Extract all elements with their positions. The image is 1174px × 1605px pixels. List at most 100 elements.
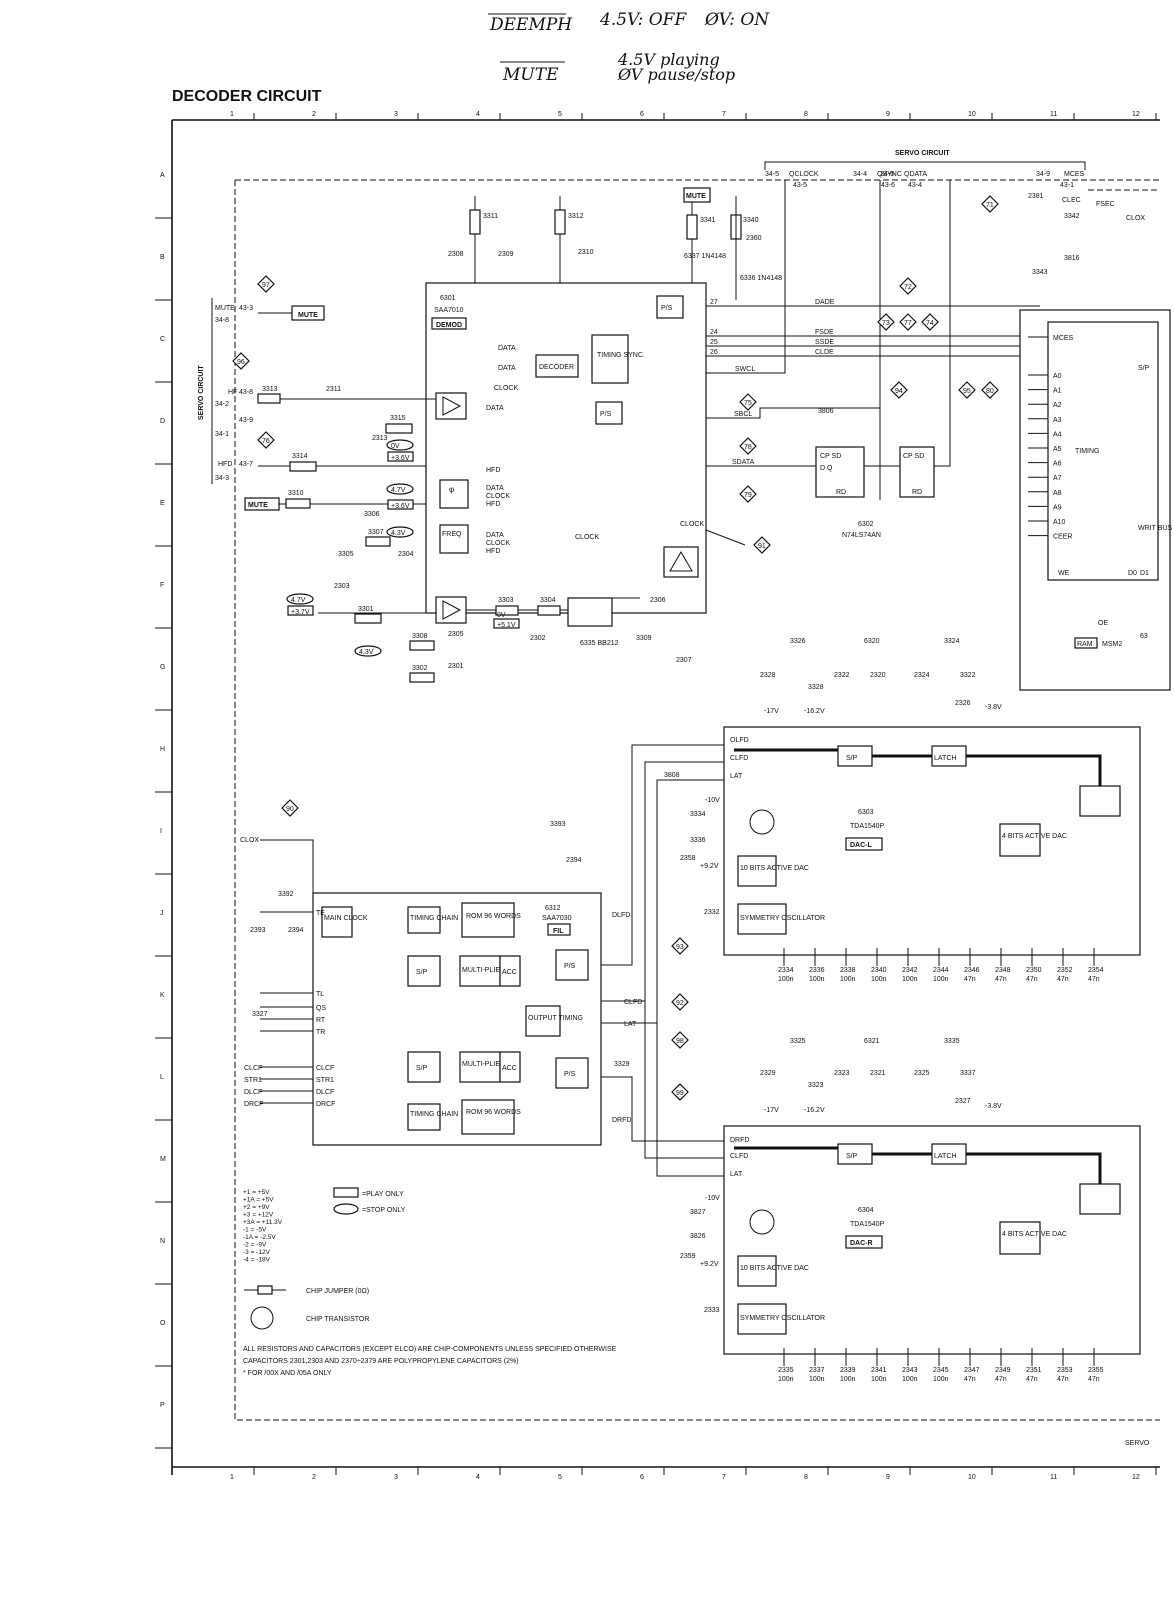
cap-ref: 2348 xyxy=(995,967,1011,974)
label-2307: 2307 xyxy=(676,657,692,664)
resistor-3312 xyxy=(554,209,566,235)
resistor-3303 xyxy=(495,605,519,616)
servo-signal: QCLOCK xyxy=(789,171,819,178)
label-2328: 2328 xyxy=(760,672,776,679)
servo-pin-bottom: 43-4 xyxy=(908,182,922,189)
ram-pin-label: A1 xyxy=(1053,388,1062,395)
test-point-diamond xyxy=(739,393,757,411)
cap-value: 47n xyxy=(964,1376,976,1383)
legend-supply-item: -1A = -2.5V xyxy=(243,1234,276,1241)
page-title: DECODER CIRCUIT xyxy=(172,88,322,105)
label-3328: 3328 xyxy=(808,684,824,691)
ic6301-ps1-block xyxy=(656,295,684,319)
label-3393: 3393 xyxy=(550,821,566,828)
ic6304-osc-label: SYMMETRY OSCILLATOR xyxy=(740,1315,825,1322)
amp1-triangle xyxy=(442,396,462,416)
left-inputs: MUTE 43-3 34-8 HF 43-8 34-2 43-9 34-1 HF… xyxy=(215,305,253,482)
row-label: P xyxy=(160,1402,165,1409)
ram-pin-label: A0 xyxy=(1053,373,1062,380)
test-point-number: 96 xyxy=(237,359,245,366)
ic6303-tag-box xyxy=(845,837,883,851)
cap-ref: 2335 xyxy=(778,1367,794,1374)
out-dlfd: DLFD xyxy=(612,912,630,919)
ic6301-ps1-label: P/S xyxy=(661,305,673,312)
wire-clfd-r xyxy=(644,1001,724,1159)
ic6312-left-pins: TETLQSRTTRCLCFCLCFSTR1STR1DLCFDLCFDRCFDR… xyxy=(244,910,335,1108)
col-label: 6 xyxy=(640,111,644,118)
ic6303-10bit xyxy=(737,855,777,887)
test-point-diamond xyxy=(671,937,689,955)
test-point-number: 76 xyxy=(262,438,270,445)
resistor-3307 xyxy=(365,536,391,547)
resistor-3304 xyxy=(537,605,561,616)
clox-input: CLOX xyxy=(240,837,259,844)
sig-clock-out: CLOCK xyxy=(575,534,599,541)
cap-value: 100n xyxy=(871,1376,887,1383)
label-3336: 3336 xyxy=(690,837,706,844)
dacr-v-10: -10V xyxy=(705,1195,720,1202)
label-2359: 2359 xyxy=(680,1253,696,1260)
ram-sp: S/P xyxy=(1138,365,1150,372)
input-hf-label: HF xyxy=(228,389,237,396)
ic6312-ps-2 xyxy=(555,1057,589,1089)
mute-left-label: MUTE xyxy=(248,502,268,509)
test-point-diamond xyxy=(257,275,275,293)
row-label: D xyxy=(160,418,165,425)
ram-pin-label: A4 xyxy=(1053,431,1062,438)
mult-1-label: MULTI-PLIER xyxy=(462,967,505,974)
label-3816: 3816 xyxy=(1064,255,1080,262)
col-label: 7 xyxy=(722,111,726,118)
cap-value: 100n xyxy=(840,976,856,983)
label-3335: 3827 xyxy=(690,1209,706,1216)
resistor-3313 xyxy=(257,393,281,404)
rom-2-label: ROM 96 WORDS xyxy=(466,1109,521,1116)
row-label: O xyxy=(160,1320,166,1327)
cap-ref: 2347 xyxy=(964,1367,980,1374)
ic6312-output-timing xyxy=(525,1005,561,1037)
row-label: K xyxy=(160,992,165,999)
ic6304-part: TDA1540P xyxy=(850,1221,885,1228)
ic6301-ref: 6301 xyxy=(440,295,456,302)
label-2324: 2324 xyxy=(914,672,930,679)
label-3340: 3340 xyxy=(743,217,759,224)
label-3325: 3335 xyxy=(944,1038,960,1045)
label-2308: 2308 xyxy=(448,251,464,258)
wire-dlfd xyxy=(601,744,724,966)
cap-value: 100n xyxy=(778,976,794,983)
ram-timing: TIMING xyxy=(1075,448,1100,455)
ic6304-osc xyxy=(737,1303,787,1335)
col-label-bottom: 12 xyxy=(1132,1474,1140,1481)
mult-2-label: MULTI-PLIER xyxy=(462,1061,505,1068)
test-point-number: 73 xyxy=(882,320,890,327)
ic6303-4bit-label: 4 BITS ACTIVE DAC xyxy=(1002,833,1067,840)
label-2306: 2306 xyxy=(650,597,666,604)
out-fsde: FSDE xyxy=(815,329,834,336)
legend-supply-item: -2 = -9V xyxy=(243,1242,267,1249)
ic6312-pin-label: CLCF xyxy=(316,1065,334,1072)
ic6304-ref: 6304 xyxy=(858,1207,874,1214)
cap-ref: 2341 xyxy=(871,1367,887,1374)
handwritten-notes: DEEMPH 4.5V: OFF ØV: ON MUTE 4.5V playin… xyxy=(488,10,770,85)
status-oval xyxy=(286,593,314,605)
cap-ref: 2343 xyxy=(902,1367,918,1374)
servo-side-label: SERVO CIRCUIT xyxy=(198,365,205,420)
sig-clock-4: CLOCK xyxy=(680,521,704,528)
status-value: +3.6V xyxy=(391,503,410,510)
resistor-3302 xyxy=(409,672,435,683)
row-label: J xyxy=(160,910,164,917)
ic6301-outputs: DADE 27 FSDE 24 SSDE 25 CLDE 26 SWCL SBC… xyxy=(705,180,1040,546)
test-point-diamond xyxy=(671,1083,689,1101)
sp-2-label: S/P xyxy=(416,1065,428,1072)
board-outline xyxy=(234,180,1160,1421)
label-3311: 3311 xyxy=(483,213,498,220)
ff1-rd: RD xyxy=(836,489,846,496)
row-label: C xyxy=(160,336,165,343)
status-value: 4.7V xyxy=(391,487,406,494)
cap-value: 100n xyxy=(840,1376,856,1383)
col-label-bottom: 1 xyxy=(230,1474,234,1481)
test-point-number: 97 xyxy=(262,282,270,289)
out-ssde: SSDE xyxy=(815,339,834,346)
test-point-number: 94 xyxy=(895,388,903,395)
